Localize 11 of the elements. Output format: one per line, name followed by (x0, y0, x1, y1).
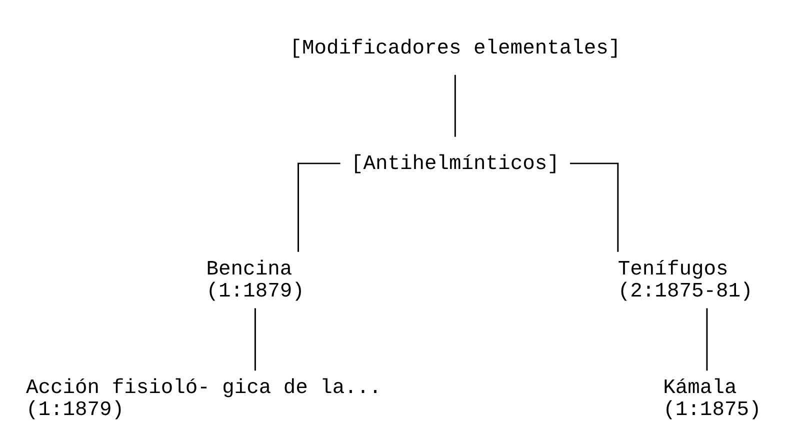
node-text: [Modificadores elementales] (290, 38, 621, 61)
node-text: [Antihelmínticos] (351, 152, 560, 176)
connector (706, 308, 708, 371)
connector (454, 74, 456, 137)
node-text: Kámala (1:1875) (663, 376, 762, 422)
connector (298, 162, 340, 252)
connector (254, 308, 256, 371)
connector (570, 162, 619, 252)
node-text: Acción fisioló- gica de la... (1:1879) (26, 376, 382, 422)
node-text: Tenífugos (2:1875-81) (618, 258, 753, 304)
node-text: Bencina (1:1879) (206, 258, 304, 304)
